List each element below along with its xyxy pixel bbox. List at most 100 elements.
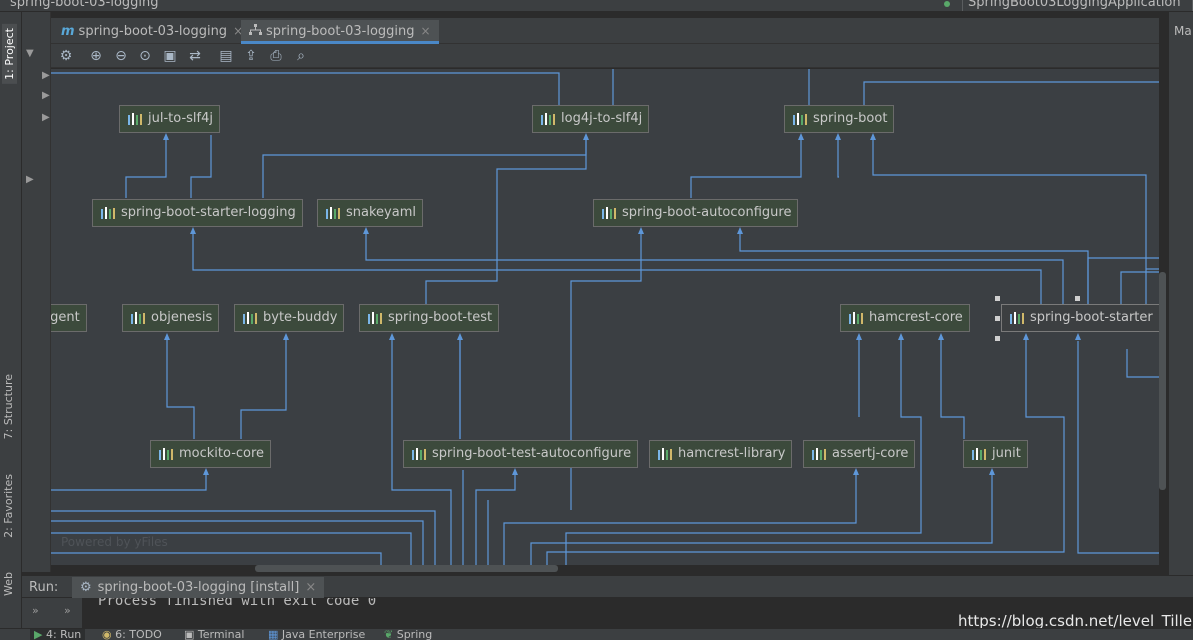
maven-library-icon xyxy=(812,448,826,460)
zoom-in-icon[interactable]: ⊕ xyxy=(90,48,102,64)
maven-m-icon: m xyxy=(61,24,75,39)
print-icon[interactable]: ⎙ xyxy=(270,48,282,64)
bottom-tab-terminal[interactable]: ▣ Terminal xyxy=(184,628,245,640)
breadcrumb[interactable]: spring-boot-03-logging xyxy=(10,0,159,10)
run-tool-window-header: Run: ⚙spring-boot-03-logging [install]× xyxy=(22,575,1193,599)
zoom-out-icon[interactable]: ⊖ xyxy=(115,48,127,64)
maven-panel-header[interactable]: Ma xyxy=(1174,24,1192,38)
dependency-node[interactable]: spring-boot-starter-logging xyxy=(92,199,303,227)
tool-tab-favorites[interactable]: 2: Favorites xyxy=(2,474,15,538)
dependency-node[interactable]: spring-boot-autoconfigure xyxy=(593,199,799,227)
export-icon[interactable]: ⇪ xyxy=(245,48,257,64)
selection-handle[interactable] xyxy=(995,316,1000,321)
expand-arrow-icon[interactable]: ▶ xyxy=(42,90,50,101)
tool-tab-project[interactable]: 1: Project xyxy=(2,24,17,84)
dependency-node[interactable]: y-agent xyxy=(51,304,87,332)
maven-library-icon xyxy=(326,207,340,219)
tab-label: spring-boot-03-logging xyxy=(78,24,228,39)
maven-library-icon xyxy=(128,113,142,125)
bottom-tab-run[interactable]: ▶ 4: Run xyxy=(30,628,86,640)
dependency-node[interactable]: hamcrest-library xyxy=(649,440,793,468)
chevron-right-icon[interactable]: » xyxy=(64,604,71,617)
run-console[interactable]: » » Process finished with exit code 0 xyxy=(22,598,1193,628)
dependency-node[interactable]: hamcrest-core xyxy=(840,304,970,332)
dependency-node[interactable]: spring-boot xyxy=(784,105,895,133)
maven-library-icon xyxy=(159,448,173,460)
chevron-right-icon[interactable]: » xyxy=(32,604,39,617)
run-config-label[interactable]: SpringBoot03LoggingApplication xyxy=(968,0,1181,10)
bottom-tab-todo[interactable]: ◉ 6: TODO xyxy=(102,628,162,640)
maven-library-icon xyxy=(131,312,145,324)
maven-library-icon xyxy=(972,448,986,460)
selection-handle[interactable] xyxy=(1075,296,1080,301)
tab-dependency-diagram[interactable]: spring-boot-03-logging × xyxy=(241,20,439,44)
dependency-node[interactable]: objenesis xyxy=(122,304,220,332)
find-icon[interactable]: ⌕ xyxy=(297,48,305,64)
maven-library-icon xyxy=(412,448,426,460)
selection-handle[interactable] xyxy=(995,336,1000,341)
maven-library-icon xyxy=(541,113,555,125)
close-icon[interactable]: × xyxy=(420,24,431,38)
dependency-node[interactable]: assertj-core xyxy=(803,440,916,468)
maven-library-icon xyxy=(793,113,807,125)
fit-content-icon[interactable]: ▣ xyxy=(163,48,177,64)
left-tool-strip: 1: Project 7: Structure 2: Favorites Web xyxy=(0,12,22,628)
bottom-tab-spring[interactable]: ❦ Spring xyxy=(384,628,433,640)
spring-leaf-icon: ❦ xyxy=(384,628,397,640)
expand-arrow-icon[interactable]: ▶ xyxy=(42,70,50,81)
bottom-tab-java-enterprise[interactable]: ▦ Java Enterprise xyxy=(268,628,366,640)
run-tab[interactable]: ⚙spring-boot-03-logging [install]× xyxy=(72,577,325,599)
dependency-diagram-canvas[interactable]: jul-to-slf4j log4j-to-slf4j spring-boot … xyxy=(51,69,1159,565)
console-gutter xyxy=(22,598,82,628)
diagram-toolbar: ⚙ ⊕ ⊖ ⊙ ▣ ⇄ ▤ ⇪ ⎙ ⌕ xyxy=(51,44,1159,68)
save-icon[interactable]: ▤ xyxy=(219,48,233,64)
dependency-node[interactable]: spring-boot-test-autoconfigure xyxy=(403,440,639,468)
layout-icon[interactable]: ⇄ xyxy=(189,48,201,64)
expand-arrow-icon[interactable]: ▶ xyxy=(42,112,50,123)
dependency-node[interactable]: jul-to-slf4j xyxy=(119,105,220,133)
bottom-tool-bar: ▶ 4: Run ◉ 6: TODO ▣ Terminal ▦ Java Ent… xyxy=(0,628,1193,640)
maven-library-icon xyxy=(368,312,382,324)
title-bar: spring-boot-03-logging SpringBoot03Loggi… xyxy=(0,0,1193,12)
maven-library-icon xyxy=(101,207,115,219)
maven-library-icon xyxy=(243,312,257,324)
terminal-icon: ▣ xyxy=(184,628,198,640)
dependency-node[interactable]: byte-buddy xyxy=(234,304,345,332)
dependency-node[interactable]: mockito-core xyxy=(150,440,272,468)
close-icon[interactable]: × xyxy=(233,24,244,38)
dependency-node[interactable]: snakeyaml xyxy=(317,199,423,227)
tool-tab-web[interactable]: Web xyxy=(2,572,15,596)
close-icon[interactable]: × xyxy=(305,580,317,595)
gear-icon: ⚙ xyxy=(80,580,92,595)
actual-size-icon[interactable]: ⊙ xyxy=(139,48,151,64)
run-status-icon xyxy=(944,1,950,7)
vertical-scrollbar[interactable] xyxy=(1159,272,1166,490)
dependency-node-selected[interactable]: spring-boot-starter xyxy=(1001,304,1159,332)
project-tree-panel: ▼ ▶ ▶ ▶ ▶ xyxy=(22,12,51,572)
expand-arrow-icon[interactable]: ▶ xyxy=(26,174,34,185)
java-enterprise-icon: ▦ xyxy=(268,628,282,640)
dependency-node[interactable]: junit xyxy=(963,440,1028,468)
diagram-edges xyxy=(51,69,1159,565)
selection-handle[interactable] xyxy=(995,296,1000,301)
todo-icon: ◉ xyxy=(102,628,116,640)
blog-watermark: https://blog.csdn.net/level_Tiller xyxy=(958,612,1193,630)
console-output: Process finished with exit code 0 xyxy=(98,598,377,609)
maven-library-icon xyxy=(658,448,672,460)
diagram-settings-icon[interactable]: ⚙ xyxy=(59,48,73,64)
dependency-node[interactable]: spring-boot-test xyxy=(359,304,500,332)
maven-library-icon xyxy=(849,312,863,324)
maven-library-icon xyxy=(602,207,616,219)
run-label: Run: xyxy=(29,580,59,595)
run-icon: ▶ xyxy=(34,628,46,640)
tool-tab-structure[interactable]: 7: Structure xyxy=(2,374,15,440)
diagram-icon xyxy=(249,24,262,35)
dependency-node[interactable]: log4j-to-slf4j xyxy=(532,105,650,133)
right-tool-strip xyxy=(1168,12,1193,628)
maven-library-icon xyxy=(1010,312,1024,324)
tab-label: spring-boot-03-logging xyxy=(266,24,415,39)
expand-arrow-icon[interactable]: ▼ xyxy=(26,48,34,59)
horizontal-scrollbar[interactable] xyxy=(255,565,558,572)
